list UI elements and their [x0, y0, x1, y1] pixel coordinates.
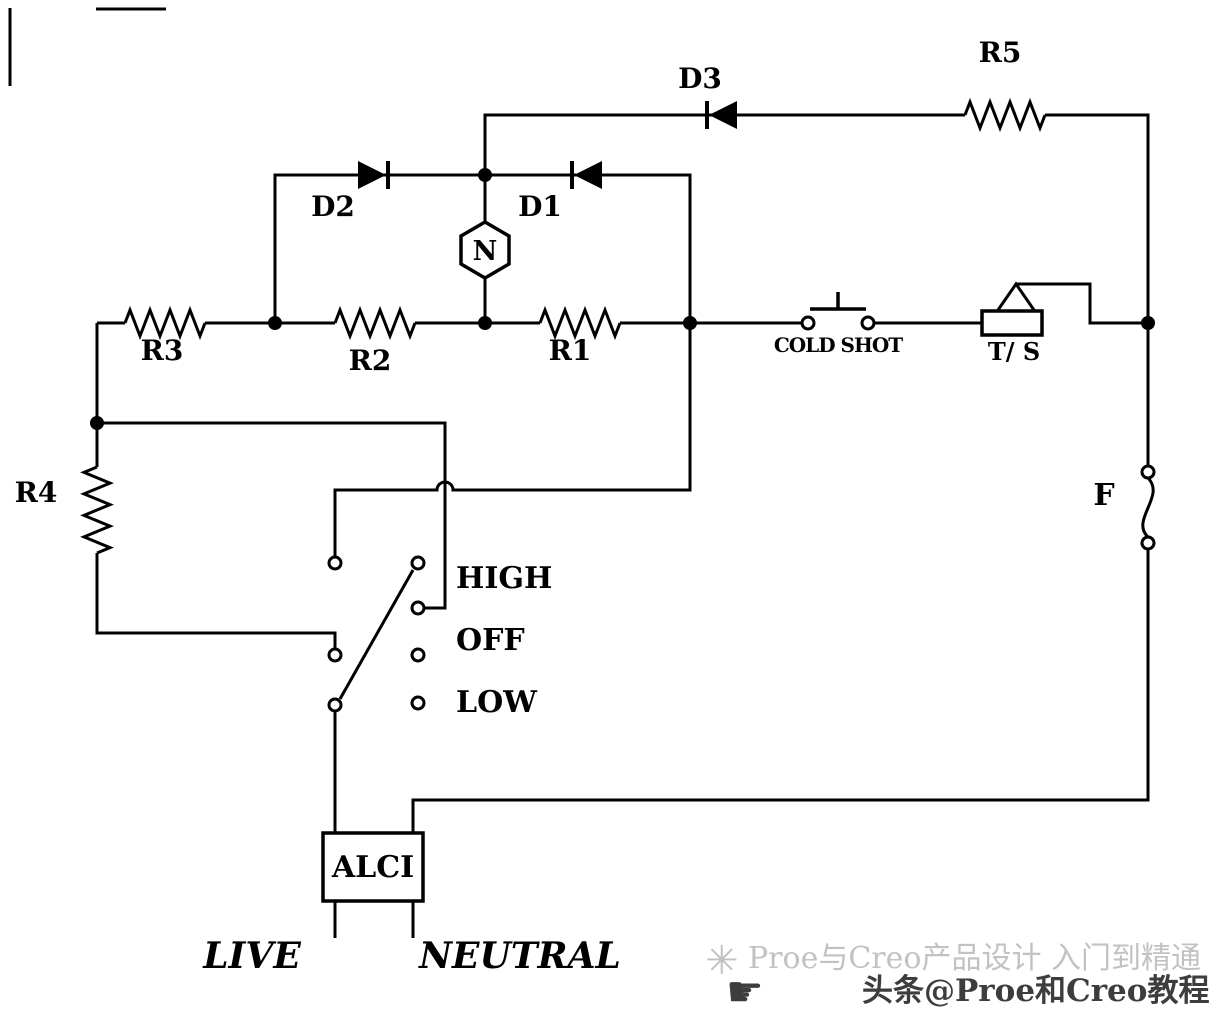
junction-dot [1141, 316, 1155, 330]
diode-d2-triangle [358, 161, 386, 189]
label-r5: R5 [979, 36, 1022, 69]
fuse-terminal-bottom [1140, 535, 1156, 551]
diode-d1 [570, 161, 602, 189]
alci-label: ALCI [331, 850, 414, 885]
selector-switch [327, 555, 426, 713]
junction-dot [478, 316, 492, 330]
label-switch-low: LOW [456, 685, 538, 720]
cold-shot-contact-right [860, 315, 876, 331]
switch-contact-left-bottom [327, 697, 343, 713]
scan-artifact-marks [8, 7, 166, 86]
resistors [80, 97, 1047, 555]
switch-contact-left-top [327, 555, 343, 571]
motor-outline [459, 219, 511, 281]
motor-label: N [473, 236, 498, 267]
label-thermostat: T/ S [988, 337, 1040, 366]
diode-d1-triangle [574, 161, 602, 189]
junction-dots [90, 168, 1155, 430]
resistor-r4 [80, 465, 114, 555]
fuse-terminal-top [1140, 464, 1156, 480]
fuse-symbol [1140, 464, 1156, 551]
watermark-star-icon: ✳ [705, 938, 739, 984]
label-r1: R1 [549, 334, 592, 367]
label-switch-high: HIGH [456, 561, 552, 596]
switch-lever [338, 569, 415, 700]
label-neutral: NEUTRAL [418, 935, 621, 977]
resistor-r3 [123, 305, 207, 341]
wire-r4-to-switch [95, 553, 337, 649]
switch-contact-right-low [410, 695, 426, 711]
wire-tap-to-switch [97, 421, 447, 610]
junction-dot [90, 416, 104, 430]
resistor-r5 [963, 97, 1047, 133]
label-d1: D1 [518, 190, 562, 223]
label-cold-shot: COLD SHOT [774, 333, 903, 357]
resistor-r1 [538, 305, 622, 341]
label-switch-off: OFF [456, 623, 525, 658]
wire-top-right [1045, 113, 1150, 323]
wire-fuse-to-alci [411, 550, 1150, 833]
diodes [358, 101, 737, 189]
cold-shot-actuator [810, 292, 866, 311]
junction-dot [683, 316, 697, 330]
label-r2: R2 [349, 344, 392, 377]
wires [95, 113, 1150, 938]
label-fuse: F [1093, 478, 1114, 513]
resistor-r2 [333, 305, 417, 341]
label-r4: R4 [15, 476, 58, 509]
thermostat-contact-arm [996, 281, 1036, 311]
diode-d3-triangle [709, 101, 737, 129]
diode-d2 [358, 161, 390, 189]
motor-symbol: N [459, 219, 511, 281]
watermark-front-text: 头条@Proe和Creo教程 [862, 973, 1209, 1009]
label-r3: R3 [141, 334, 184, 367]
switch-contact-right-feed [410, 600, 426, 616]
watermark-back-text: Proe与Creo产品设计 入门到精通 [748, 941, 1201, 976]
watermark: ✳ Proe与Creo产品设计 入门到精通 ☛ 头条@Proe和Creo教程 [705, 938, 1209, 1016]
label-d3: D3 [678, 62, 722, 95]
wire-high-feed-with-hop [333, 323, 692, 557]
switch-contact-left-middle [327, 647, 343, 663]
fuse-element [1141, 476, 1155, 539]
cold-shot-contact-left [800, 315, 816, 331]
wire-ts-out [1016, 282, 1148, 325]
switch-contact-right-high [410, 555, 426, 571]
diode-d3 [705, 101, 737, 129]
cold-shot-switch [800, 292, 876, 331]
junction-dot [268, 316, 282, 330]
alci-box [321, 831, 425, 903]
switch-contact-right-off [410, 647, 426, 663]
component-labels: D3 R5 D2 D1 R3 R2 R1 COLD SHOT T/ S F R4… [15, 36, 1115, 977]
alci-block: ALCI [321, 831, 425, 903]
junction-dot [478, 168, 492, 182]
label-live: LIVE [202, 935, 301, 977]
label-d2: D2 [311, 190, 355, 223]
watermark-hand-icon: ☛ [726, 967, 764, 1016]
wire-top-left [483, 113, 965, 175]
thermostat-body [980, 309, 1044, 337]
thermostat-symbol [980, 281, 1044, 337]
